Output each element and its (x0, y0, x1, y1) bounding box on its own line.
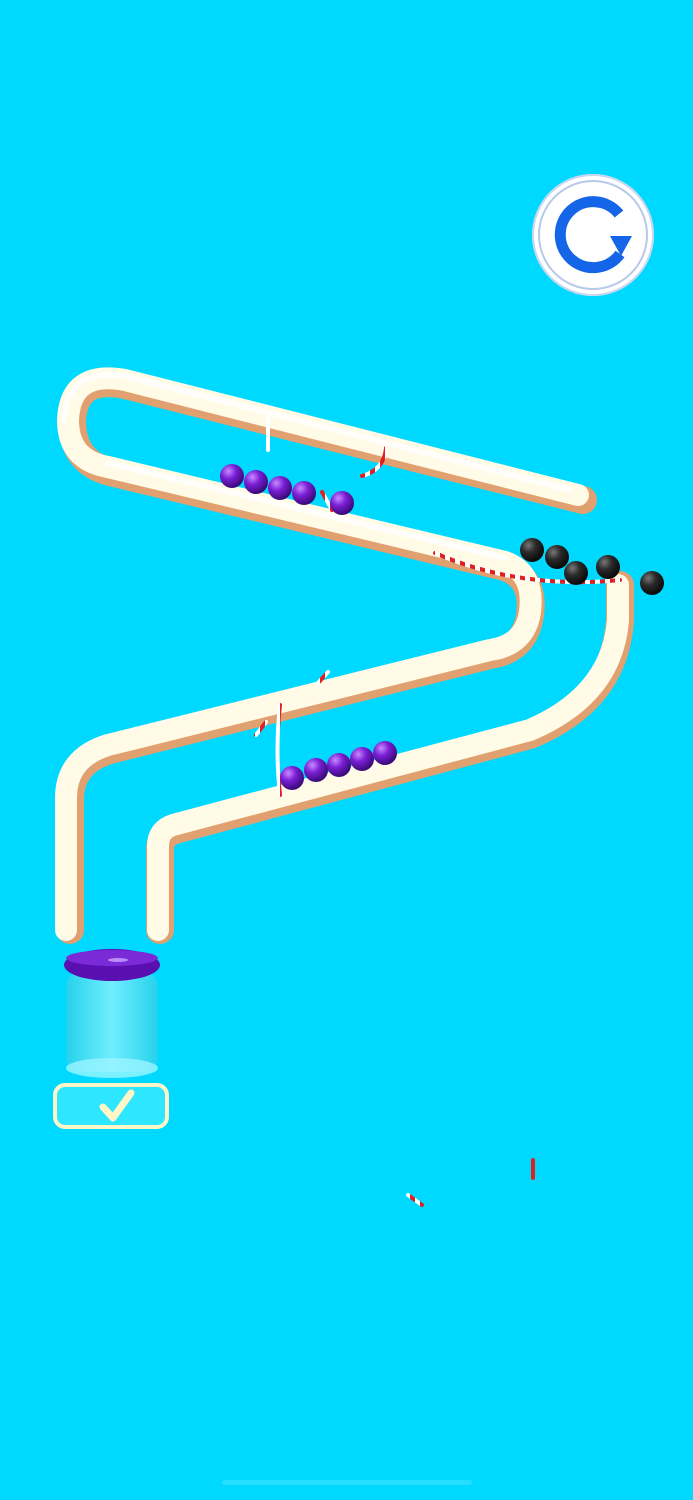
purple-ball (304, 758, 328, 782)
rope-segment (320, 490, 334, 512)
purple-ball (350, 747, 374, 771)
black-ball (596, 555, 620, 579)
purple-ball (373, 741, 397, 765)
rope-segment (433, 551, 622, 585)
goal-cup (64, 949, 160, 1078)
black-balls (520, 538, 664, 595)
black-ball (640, 571, 664, 595)
purple-balls-top (220, 464, 354, 515)
track-highlight (61, 372, 573, 561)
ropes (254, 416, 622, 1207)
purple-ball (268, 476, 292, 500)
rope-segment (254, 720, 268, 737)
purple-ball (292, 481, 316, 505)
rope-segment (406, 1193, 424, 1207)
track (55, 367, 629, 941)
black-ball (564, 561, 588, 585)
purple-ball (244, 470, 268, 494)
restart-button[interactable] (532, 174, 654, 296)
purple-ball (220, 464, 244, 488)
restart-arrow-icon (554, 196, 632, 274)
black-ball (545, 545, 569, 569)
purple-ball (330, 491, 354, 515)
black-ball (520, 538, 544, 562)
confirm-button[interactable] (53, 1083, 169, 1129)
home-indicator (222, 1480, 472, 1485)
cup-body (66, 972, 158, 1072)
purple-ball (280, 766, 304, 790)
rope-segment (316, 670, 330, 685)
rope-segment (275, 703, 282, 797)
purple-ball (327, 753, 351, 777)
restart-button-ring (538, 180, 648, 290)
purple-balls-bottom (280, 741, 397, 790)
rope-segment (360, 446, 388, 478)
checkmark-icon (99, 1089, 135, 1122)
